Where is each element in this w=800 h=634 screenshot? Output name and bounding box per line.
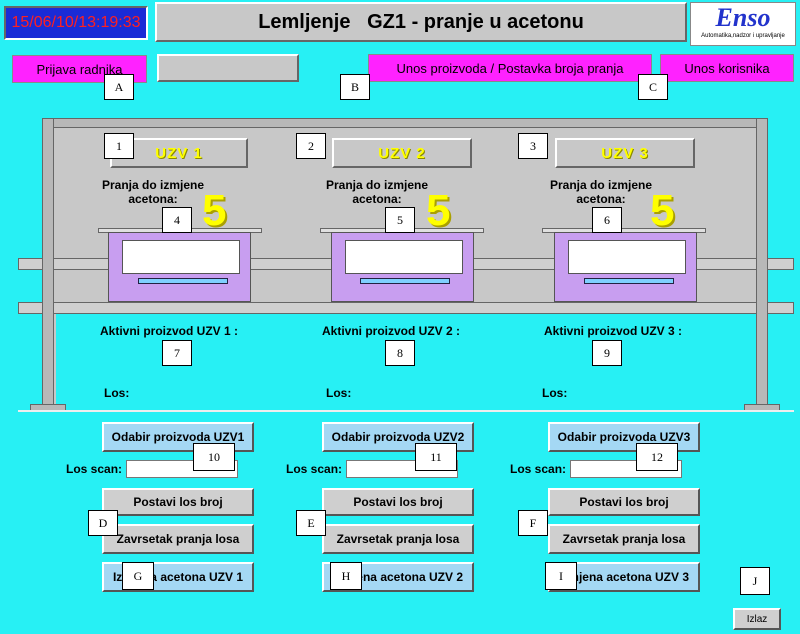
- uzv2-title: UZV 2: [332, 138, 472, 168]
- marker-C: C: [638, 74, 668, 100]
- datetime-display: 15/06/10/13:19:33: [4, 6, 148, 40]
- marker-1: 1: [104, 133, 134, 159]
- unos-proizvoda-button[interactable]: Unos proizvoda / Postavka broja pranja: [368, 54, 652, 82]
- marker-8: 8: [385, 340, 415, 366]
- marker-11: 11: [415, 443, 457, 471]
- marker-2: 2: [296, 133, 326, 159]
- marker-9: 9: [592, 340, 622, 366]
- uzv3-postavi-los-button[interactable]: Postavi los broj: [548, 488, 700, 516]
- marker-7: 7: [162, 340, 192, 366]
- uzv2-los-label: Los:: [326, 386, 352, 400]
- marker-G: G: [122, 562, 154, 590]
- uzv3-title: UZV 3: [555, 138, 695, 168]
- page-title-text: Lemljenje GZ1 - pranje u acetonu: [258, 10, 584, 33]
- marker-H: H: [330, 562, 362, 590]
- uzv3-tank-bar: [584, 278, 674, 284]
- uzv2-postavi-los-button[interactable]: Postavi los broj: [322, 488, 474, 516]
- top-rail: [46, 118, 768, 128]
- marker-J: J: [740, 567, 770, 595]
- uzv1-pranja-count: 5: [202, 186, 227, 235]
- prijava-radnika-button[interactable]: Prijava radnika: [12, 55, 147, 83]
- conveyor-rail-lower: [18, 302, 794, 314]
- logo-subtitle: Automatika,nadzor i upravljanje: [701, 33, 785, 39]
- uzv1-los-label: Los:: [104, 386, 130, 400]
- uzv3-pranja-count: 5: [650, 186, 675, 235]
- left-leg: [42, 118, 54, 408]
- marker-4: 4: [162, 207, 192, 233]
- uzv1-aktivni-label: Aktivni proizvod UZV 1 :: [100, 324, 239, 338]
- marker-5: 5: [385, 207, 415, 233]
- uzv2-pranja-label: Pranja do izmjene acetona:: [325, 178, 429, 206]
- page-title: Lemljenje GZ1 - pranje u acetonu: [155, 2, 687, 42]
- marker-F: F: [518, 510, 548, 536]
- uzv3-zavrsetak-button[interactable]: Zavrsetak pranja losa: [548, 524, 700, 554]
- marker-3: 3: [518, 133, 548, 159]
- odabir-proizvoda-uzv2-button[interactable]: Odabir proizvoda UZV2: [322, 422, 474, 452]
- uzv2-tank-bar: [360, 278, 450, 284]
- unos-korisnika-button[interactable]: Unos korisnika: [660, 54, 794, 82]
- uzv1-los-scan-label: Los scan:: [66, 462, 123, 476]
- marker-I: I: [545, 562, 577, 590]
- uzv2-aktivni-label: Aktivni proizvod UZV 2 :: [322, 324, 461, 338]
- uzv2-los-scan-label: Los scan:: [286, 462, 343, 476]
- uzv3-pranja-label: Pranja do izmjene acetona:: [549, 178, 653, 206]
- uzv2-pranja-count: 5: [426, 186, 451, 235]
- uzv1-zavrsetak-button[interactable]: Zavrsetak pranja losa: [102, 524, 254, 554]
- uzv3-los-label: Los:: [542, 386, 568, 400]
- right-leg: [756, 118, 768, 408]
- marker-A: A: [104, 74, 134, 100]
- enso-logo: Enso Automatika,nadzor i upravljanje: [690, 2, 796, 46]
- odabir-proizvoda-uzv3-button[interactable]: Odabir proizvoda UZV3: [548, 422, 700, 452]
- uzv3-tank-window: [568, 240, 686, 274]
- uzv1-tank-window: [122, 240, 240, 274]
- uzv3-aktivni-label: Aktivni proizvod UZV 3 :: [544, 324, 683, 338]
- floor-line: [18, 410, 794, 412]
- marker-B: B: [340, 74, 370, 100]
- status-field: [157, 54, 299, 82]
- uzv1-pranja-label: Pranja do izmjene acetona:: [101, 178, 205, 206]
- marker-E: E: [296, 510, 326, 536]
- marker-10: 10: [193, 443, 235, 471]
- uzv1-tank-bar: [138, 278, 228, 284]
- logo-text: Enso: [715, 3, 771, 32]
- marker-12: 12: [636, 443, 678, 471]
- uzv2-tank-window: [345, 240, 463, 274]
- marker-6: 6: [592, 207, 622, 233]
- marker-D: D: [88, 510, 118, 536]
- uzv2-zavrsetak-button[interactable]: Zavrsetak pranja losa: [322, 524, 474, 554]
- uzv1-postavi-los-button[interactable]: Postavi los broj: [102, 488, 254, 516]
- uzv3-los-scan-label: Los scan:: [510, 462, 567, 476]
- izlaz-button[interactable]: Izlaz: [733, 608, 781, 630]
